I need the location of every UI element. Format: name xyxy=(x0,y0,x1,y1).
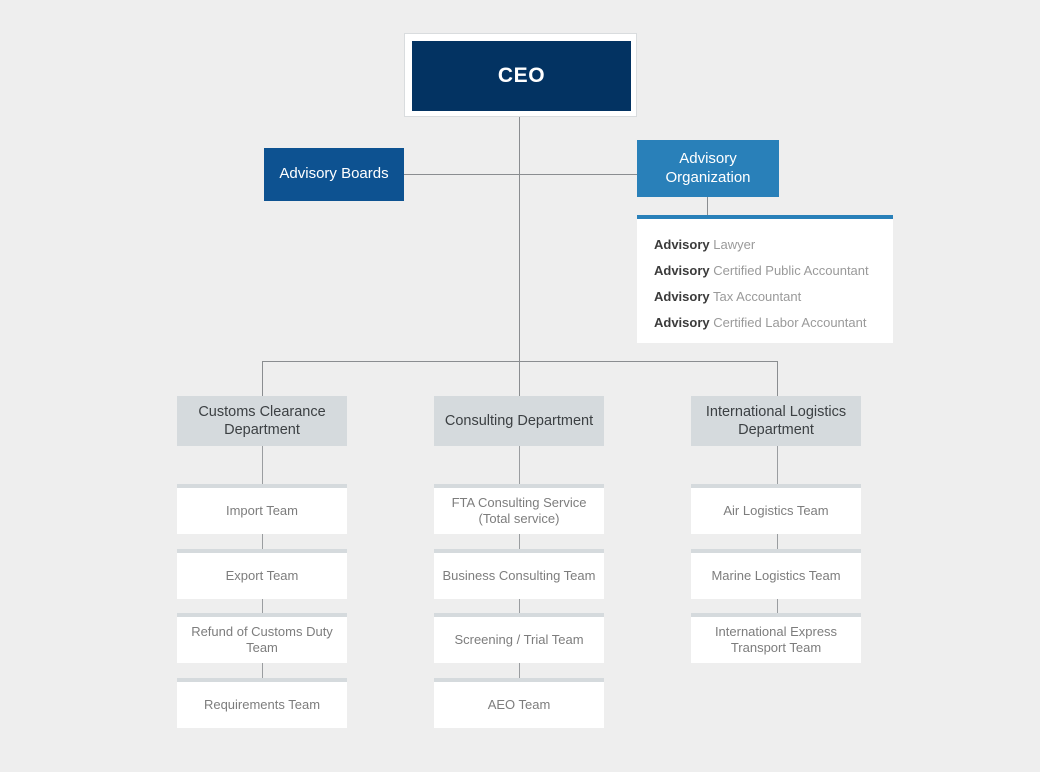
team-label: Screening / Trial Team xyxy=(454,631,584,647)
department-label: Consulting Department xyxy=(444,412,594,429)
team-node[interactable]: Refund of Customs Duty Team xyxy=(177,613,347,663)
connector-drop-logistics xyxy=(777,361,778,396)
connector-ceo-vertical xyxy=(519,117,520,362)
team-node[interactable]: Business Consulting Team xyxy=(434,549,604,599)
advisory-item-label: Advisory xyxy=(654,289,710,304)
advisory-item-role: Certified Public Accountant xyxy=(713,263,869,278)
connector-advisory-horizontal xyxy=(404,174,637,175)
team-node[interactable]: AEO Team xyxy=(434,678,604,728)
connector-consulting-to-team1 xyxy=(519,446,520,484)
team-node[interactable]: Requirements Team xyxy=(177,678,347,728)
connector-department-bus xyxy=(262,361,778,362)
team-node[interactable]: Import Team xyxy=(177,484,347,534)
connector-consulting-team3-team4 xyxy=(519,663,520,678)
team-label: FTA Consulting Service (Total service) xyxy=(451,494,587,526)
team-label: Marine Logistics Team xyxy=(711,567,841,583)
connector-customs-team2-team3 xyxy=(262,599,263,613)
ceo-node[interactable]: CEO xyxy=(412,41,631,111)
advisory-organization-label: Advisory Organization xyxy=(665,149,751,186)
advisory-list-panel: Advisory Lawyer Advisory Certified Publi… xyxy=(637,215,893,343)
department-node-customs-clearance[interactable]: Customs Clearance Department xyxy=(177,396,347,446)
connector-logistics-team1-team2 xyxy=(777,534,778,549)
department-label: Customs Clearance Department xyxy=(198,403,326,438)
team-node[interactable]: Export Team xyxy=(177,549,347,599)
department-label: International Logistics Department xyxy=(705,403,847,438)
connector-consulting-team2-team3 xyxy=(519,599,520,613)
connector-logistics-team2-team3 xyxy=(777,599,778,613)
team-label: Business Consulting Team xyxy=(442,567,596,583)
advisory-boards-node[interactable]: Advisory Boards xyxy=(264,148,404,201)
team-node[interactable]: Screening / Trial Team xyxy=(434,613,604,663)
connector-customs-team1-team2 xyxy=(262,534,263,549)
team-label: Requirements Team xyxy=(203,696,321,712)
advisory-item-label: Advisory xyxy=(654,237,710,252)
connector-drop-customs xyxy=(262,361,263,396)
connector-customs-team3-team4 xyxy=(262,663,263,678)
advisory-organization-node[interactable]: Advisory Organization xyxy=(637,140,779,197)
connector-consulting-team1-team2 xyxy=(519,534,520,549)
team-label: Refund of Customs Duty Team xyxy=(191,623,333,655)
team-label: Import Team xyxy=(225,502,298,518)
team-label: Air Logistics Team xyxy=(723,502,829,518)
team-node[interactable]: FTA Consulting Service (Total service) xyxy=(434,484,604,534)
team-node[interactable]: International Express Transport Team xyxy=(691,613,861,663)
advisory-list-item: Advisory Tax Accountant xyxy=(654,284,893,310)
advisory-list-item: Advisory Certified Public Accountant xyxy=(654,258,893,284)
department-node-consulting[interactable]: Consulting Department xyxy=(434,396,604,446)
team-node[interactable]: Air Logistics Team xyxy=(691,484,861,534)
advisory-item-role: Tax Accountant xyxy=(713,289,802,304)
connector-advisory-org-to-panel xyxy=(707,197,708,215)
connector-logistics-to-team1 xyxy=(777,446,778,484)
connector-customs-to-team1 xyxy=(262,446,263,484)
ceo-label: CEO xyxy=(497,64,546,87)
advisory-item-label: Advisory xyxy=(654,263,710,278)
advisory-boards-label: Advisory Boards xyxy=(279,165,389,183)
ceo-node-frame: CEO xyxy=(404,33,637,117)
team-node[interactable]: Marine Logistics Team xyxy=(691,549,861,599)
advisory-list-item: Advisory Certified Labor Accountant xyxy=(654,310,893,336)
advisory-item-role: Certified Labor Accountant xyxy=(713,315,867,330)
advisory-list-item: Advisory Lawyer xyxy=(654,232,893,258)
department-node-international-logistics[interactable]: International Logistics Department xyxy=(691,396,861,446)
team-label: International Express Transport Team xyxy=(714,623,838,655)
connector-drop-consulting xyxy=(519,361,520,396)
team-label: AEO Team xyxy=(487,696,551,712)
advisory-item-role: Lawyer xyxy=(713,237,756,252)
advisory-item-label: Advisory xyxy=(654,315,710,330)
team-label: Export Team xyxy=(225,567,299,583)
